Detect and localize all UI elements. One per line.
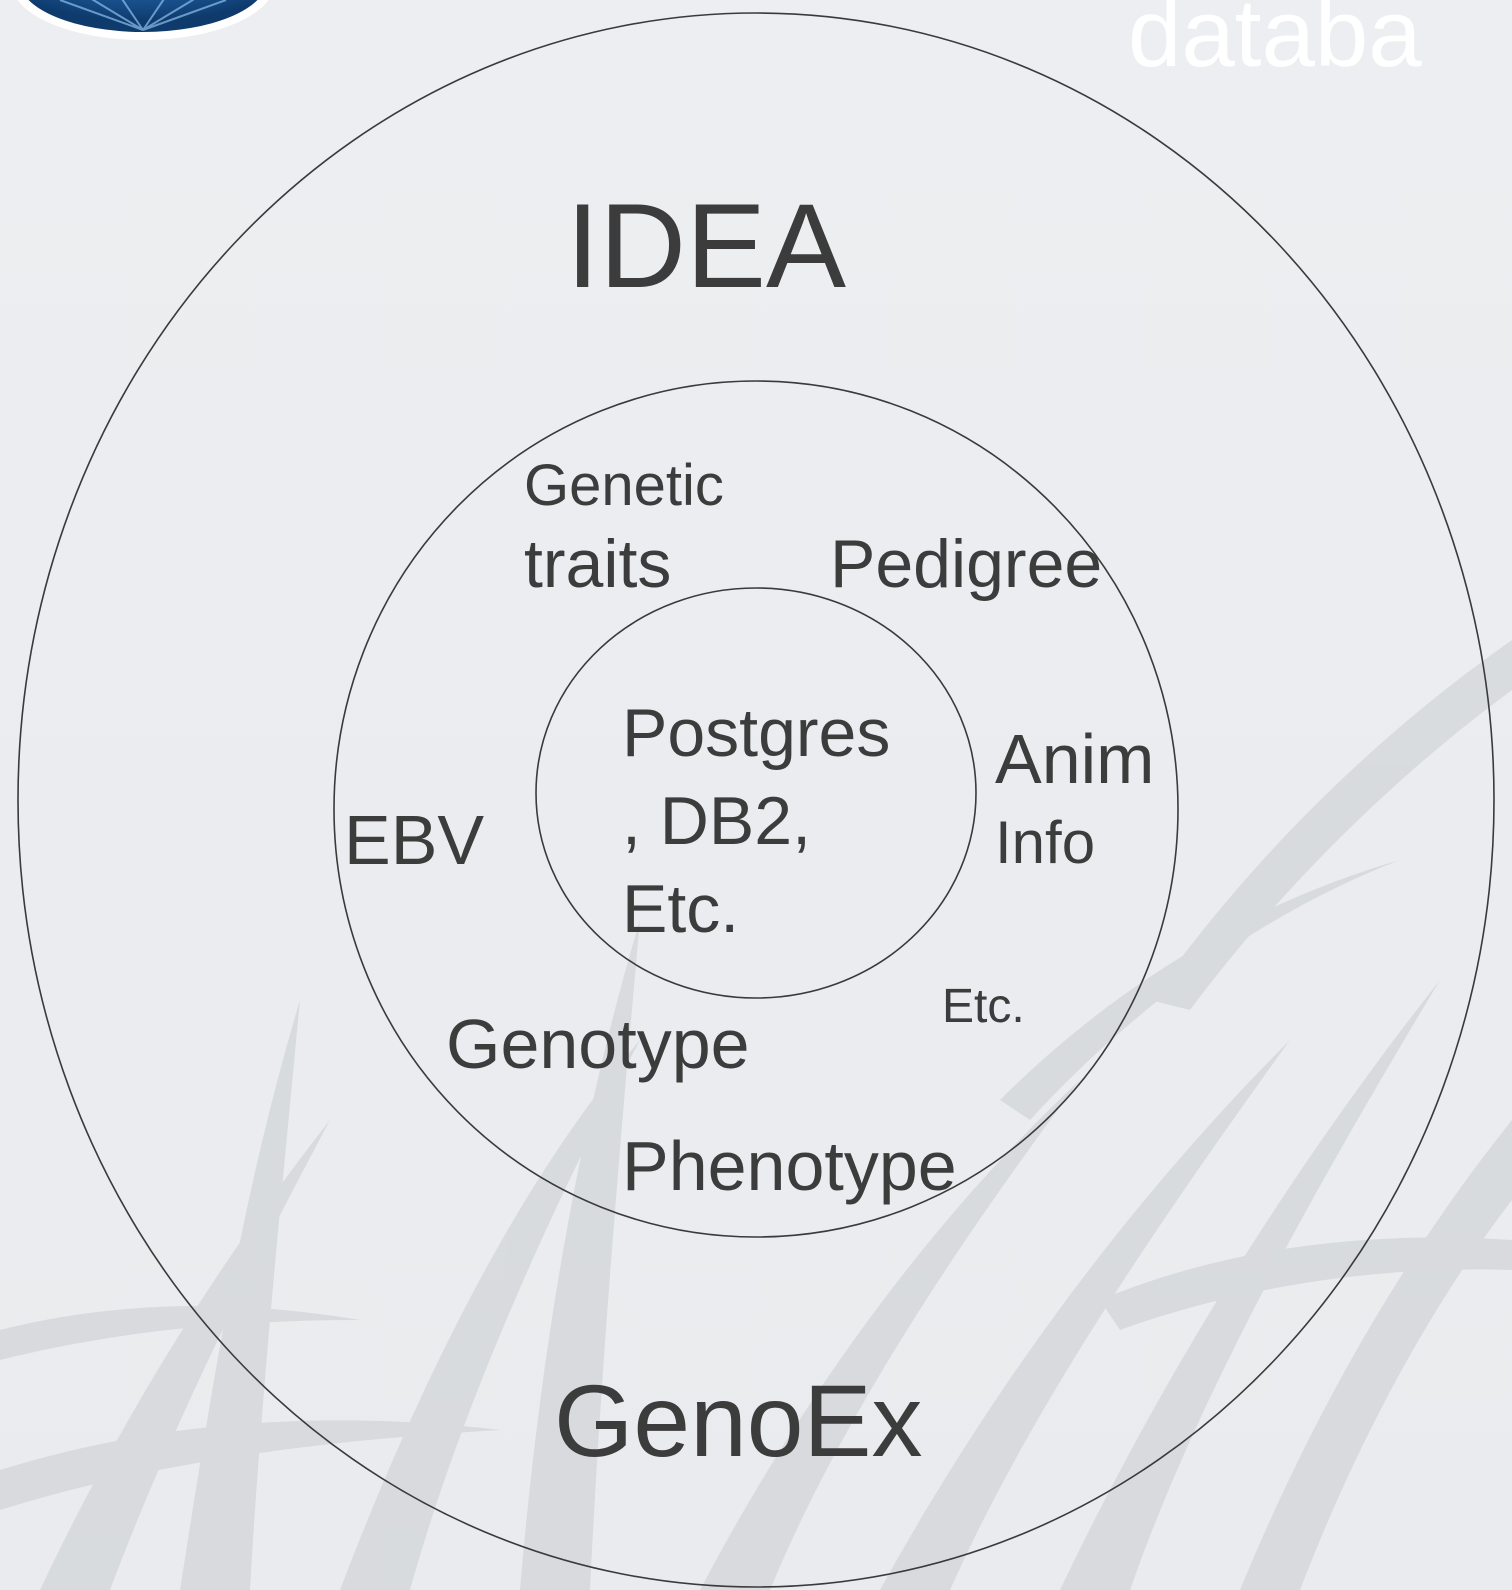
rings (17, 12, 1495, 1588)
inner-ring (535, 587, 977, 999)
middle-ring (333, 380, 1179, 1238)
genoex-label: GenoEx (554, 1364, 923, 1478)
genetic-label: Genetic (524, 453, 724, 518)
genotype-label: Genotype (446, 1005, 750, 1083)
outer-ring (17, 12, 1495, 1588)
logo (17, 0, 269, 40)
traits-label: traits (524, 526, 671, 602)
postgres-label: Postgres (622, 695, 890, 771)
pedigree-label: Pedigree (830, 526, 1102, 602)
anim-label: Anim (995, 720, 1154, 798)
inner-etc-label: Etc. (622, 871, 739, 947)
ebv-label: EBV (344, 801, 484, 879)
etc-label: Etc. (942, 980, 1025, 1033)
grass-background-decoration (0, 640, 1512, 1590)
header-title: databa (1128, 0, 1422, 87)
db2-label: , DB2, (622, 783, 811, 859)
idea-title: IDEA (566, 179, 846, 313)
info-label: Info (995, 809, 1095, 876)
phenotype-label: Phenotype (622, 1127, 957, 1205)
